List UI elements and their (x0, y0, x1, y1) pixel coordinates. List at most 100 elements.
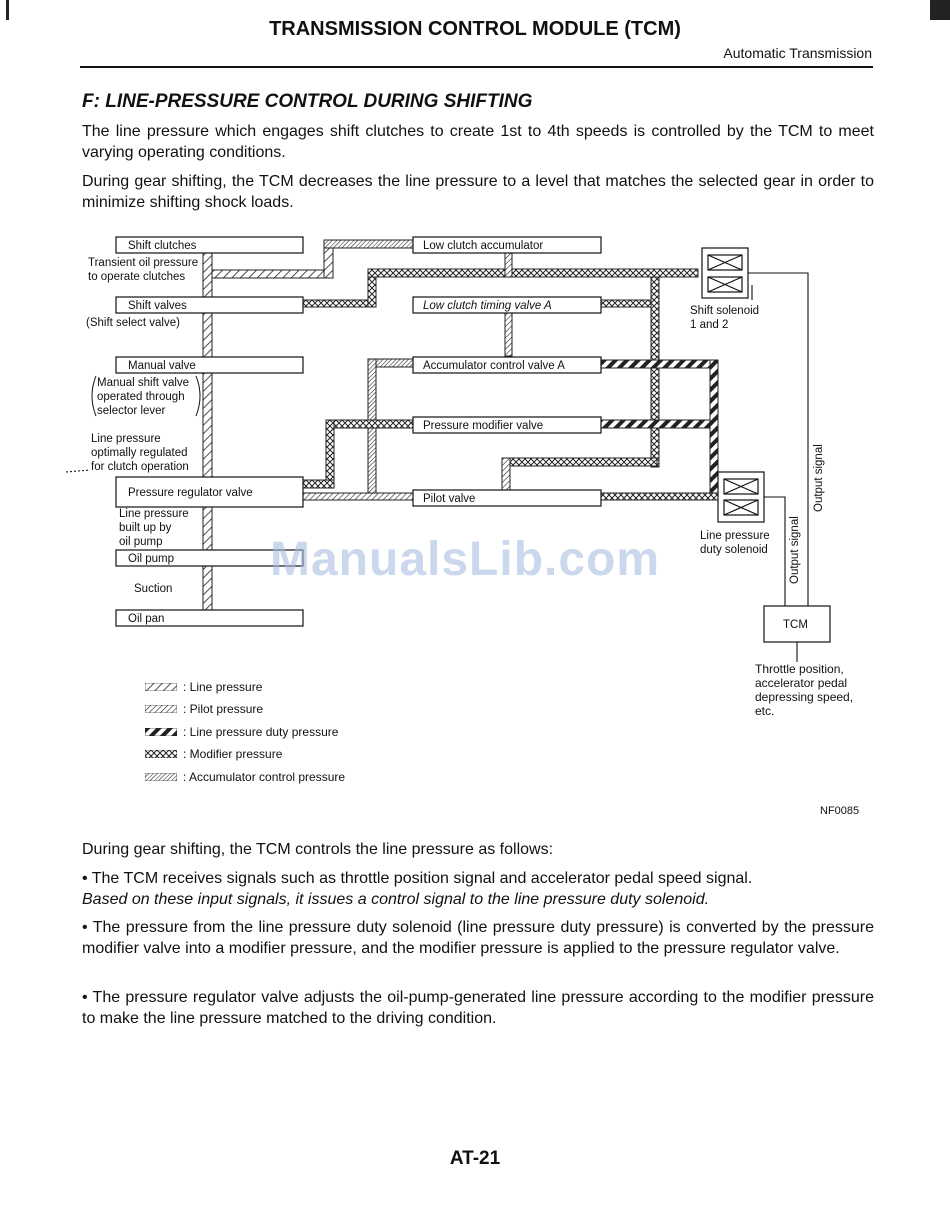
intro-paragraph-1: The line pressure which engages shift cl… (82, 123, 874, 161)
watermark: ManualsLib.com (270, 533, 661, 586)
manual-valve-box (115, 356, 304, 374)
pilot-pressure-passage (599, 492, 719, 501)
legend-item-accumulator-pressure: : Accumulator control pressure (145, 768, 345, 786)
line-pressure-optimal-note: optimally regulated (91, 447, 188, 459)
bullet-modifier-pressure: • The pressure from the line pressure du… (82, 919, 874, 957)
tcm-inputs-note: Throttle position, accelerator pedal dep… (755, 662, 875, 718)
bullet-tcm-signals: • The TCM receives signals such as throt… (82, 869, 874, 910)
modifier-pressure-passage (301, 479, 335, 489)
line-pressure-optimal-note: Line pressure (91, 433, 161, 445)
page-title: TRANSMISSION CONTROL MODULE (TCM) (269, 18, 681, 40)
shift-solenoid-label: 1 and 2 (690, 319, 728, 331)
pilot-pressure-passage (302, 492, 414, 501)
shift-clutches-box (115, 236, 304, 254)
shift-solenoid-label: Shift solenoid (690, 305, 759, 317)
tcm-label: TCM (783, 619, 808, 631)
header-rule (80, 66, 873, 68)
transient-note: Transient oil pressure (88, 257, 198, 269)
duty-pressure-passage (599, 419, 719, 429)
pilot-pressure-passage (504, 249, 513, 278)
legend-item-modifier-pressure: : Modifier pressure (145, 745, 282, 763)
page-number: AT-21 (449, 1148, 501, 1169)
line-pressure-diagram: Shift clutches Shift valves Manual valve… (65, 236, 831, 662)
modifier-pressure-swatch-icon (145, 750, 177, 758)
manual-note: operated through (97, 391, 185, 403)
line-pressure-built-note: oil pump (119, 536, 162, 548)
accumulator-control-valve-label: Accumulator control valve A (423, 360, 565, 372)
pilot-pressure-passage (501, 457, 511, 494)
pressure-modifier-valve-label: Pressure modifier valve (423, 420, 543, 432)
tcm-input-line: accelerator pedal (755, 676, 848, 690)
tcm-input-line: Throttle position, (755, 662, 844, 676)
figure-id: NF0085 (820, 805, 860, 817)
low-clutch-accumulator-label: Low clutch accumulator (423, 240, 543, 252)
bullet-text: • The TCM receives signals such as throt… (82, 870, 753, 887)
modifier-pressure-passage (650, 276, 660, 468)
pilot-pressure-passage (501, 457, 658, 467)
pilot-pressure-swatch-icon (145, 705, 177, 713)
shift-select-note: (Shift select valve) (86, 317, 180, 329)
line-pressure-built-note: built up by (119, 522, 172, 534)
duty-pressure-passage (599, 359, 719, 369)
low-clutch-timing-valve-label: Low clutch timing valve A (423, 300, 552, 312)
accumulator-pressure-passage (367, 358, 377, 500)
modifier-pressure-passage (302, 299, 376, 308)
pilot-valve-label: Pilot valve (423, 493, 475, 505)
transient-note: to operate clutches (88, 271, 185, 283)
legend-label: : Modifier pressure (183, 747, 283, 761)
low-clutch-timing-valve-box (412, 296, 602, 314)
legend-label: : Line pressure (183, 680, 263, 694)
duty-pressure-swatch-icon (145, 728, 177, 736)
accumulator-pressure-swatch-icon (145, 773, 177, 781)
duty-solenoid-label: Line pressure (700, 530, 770, 542)
line-pressure-optimal-note: for clutch operation (91, 461, 189, 473)
legend-label: : Line pressure duty pressure (183, 725, 339, 739)
solenoid-coil-icon (707, 254, 759, 516)
manual-valve-label: Manual valve (128, 360, 196, 372)
manual-note: selector lever (97, 405, 166, 417)
bullet-regulator-valve: • The pressure regulator valve adjusts t… (82, 989, 874, 1027)
signal-wire (65, 272, 809, 662)
pressure-regulator-valve-label: Pressure regulator valve (128, 487, 253, 499)
suction-note: Suction (134, 583, 172, 595)
oil-pan-label: Oil pan (128, 613, 164, 625)
modifier-pressure-passage (325, 419, 415, 429)
pressure-regulator-valve-box (115, 476, 304, 508)
tcm-input-line: depressing speed, (755, 690, 854, 704)
legend-label: : Accumulator control pressure (183, 770, 346, 784)
legend-item-duty-pressure: : Line pressure duty pressure (145, 723, 338, 741)
low-clutch-accumulator-box (412, 236, 602, 254)
body-lead: During gear shifting, the TCM controls t… (82, 841, 554, 858)
oil-pump-box (115, 549, 304, 567)
duty-solenoid-label: duty solenoid (700, 544, 768, 556)
bullet-text-italic: Based on these input signals, it issues … (82, 890, 710, 908)
modifier-pressure-passage (599, 299, 659, 308)
shift-valves-box (115, 296, 304, 314)
oil-pan-box (115, 609, 304, 627)
shift-clutches-label: Shift clutches (128, 240, 197, 252)
modifier-pressure-passage (325, 419, 335, 489)
line-pressure-built-note: Line pressure (119, 508, 189, 520)
output-signal-label: Output signal (813, 444, 825, 512)
page-subtitle: Automatic Transmission (723, 45, 872, 61)
legend-item-pilot-pressure: : Pilot pressure (145, 700, 263, 718)
oil-pump-label: Oil pump (128, 553, 174, 565)
line-pressure-swatch-icon (145, 683, 177, 691)
intro-paragraph-2: During gear shifting, the TCM decreases … (82, 173, 874, 211)
section-heading: F: LINE-PRESSURE CONTROL DURING SHIFTING (82, 91, 533, 112)
pilot-valve-box (412, 489, 602, 507)
manual-note: Manual shift valve (97, 377, 189, 389)
pressure-modifier-valve-box (412, 416, 602, 434)
corner-mark (930, 0, 950, 20)
margin-tick (6, 0, 9, 20)
pilot-pressure-passage (504, 310, 513, 357)
legend-label: : Pilot pressure (183, 702, 264, 716)
modifier-pressure-passage (367, 268, 699, 278)
duty-pressure-passage (709, 359, 719, 496)
accumulator-control-valve-box (412, 356, 602, 374)
line-pressure-passage (323, 239, 415, 249)
legend-item-line-pressure: : Line pressure (145, 678, 262, 696)
tcm-input-line: etc. (755, 704, 775, 718)
shift-valves-label: Shift valves (128, 300, 187, 312)
output-signal-label: Output signal (789, 516, 801, 584)
